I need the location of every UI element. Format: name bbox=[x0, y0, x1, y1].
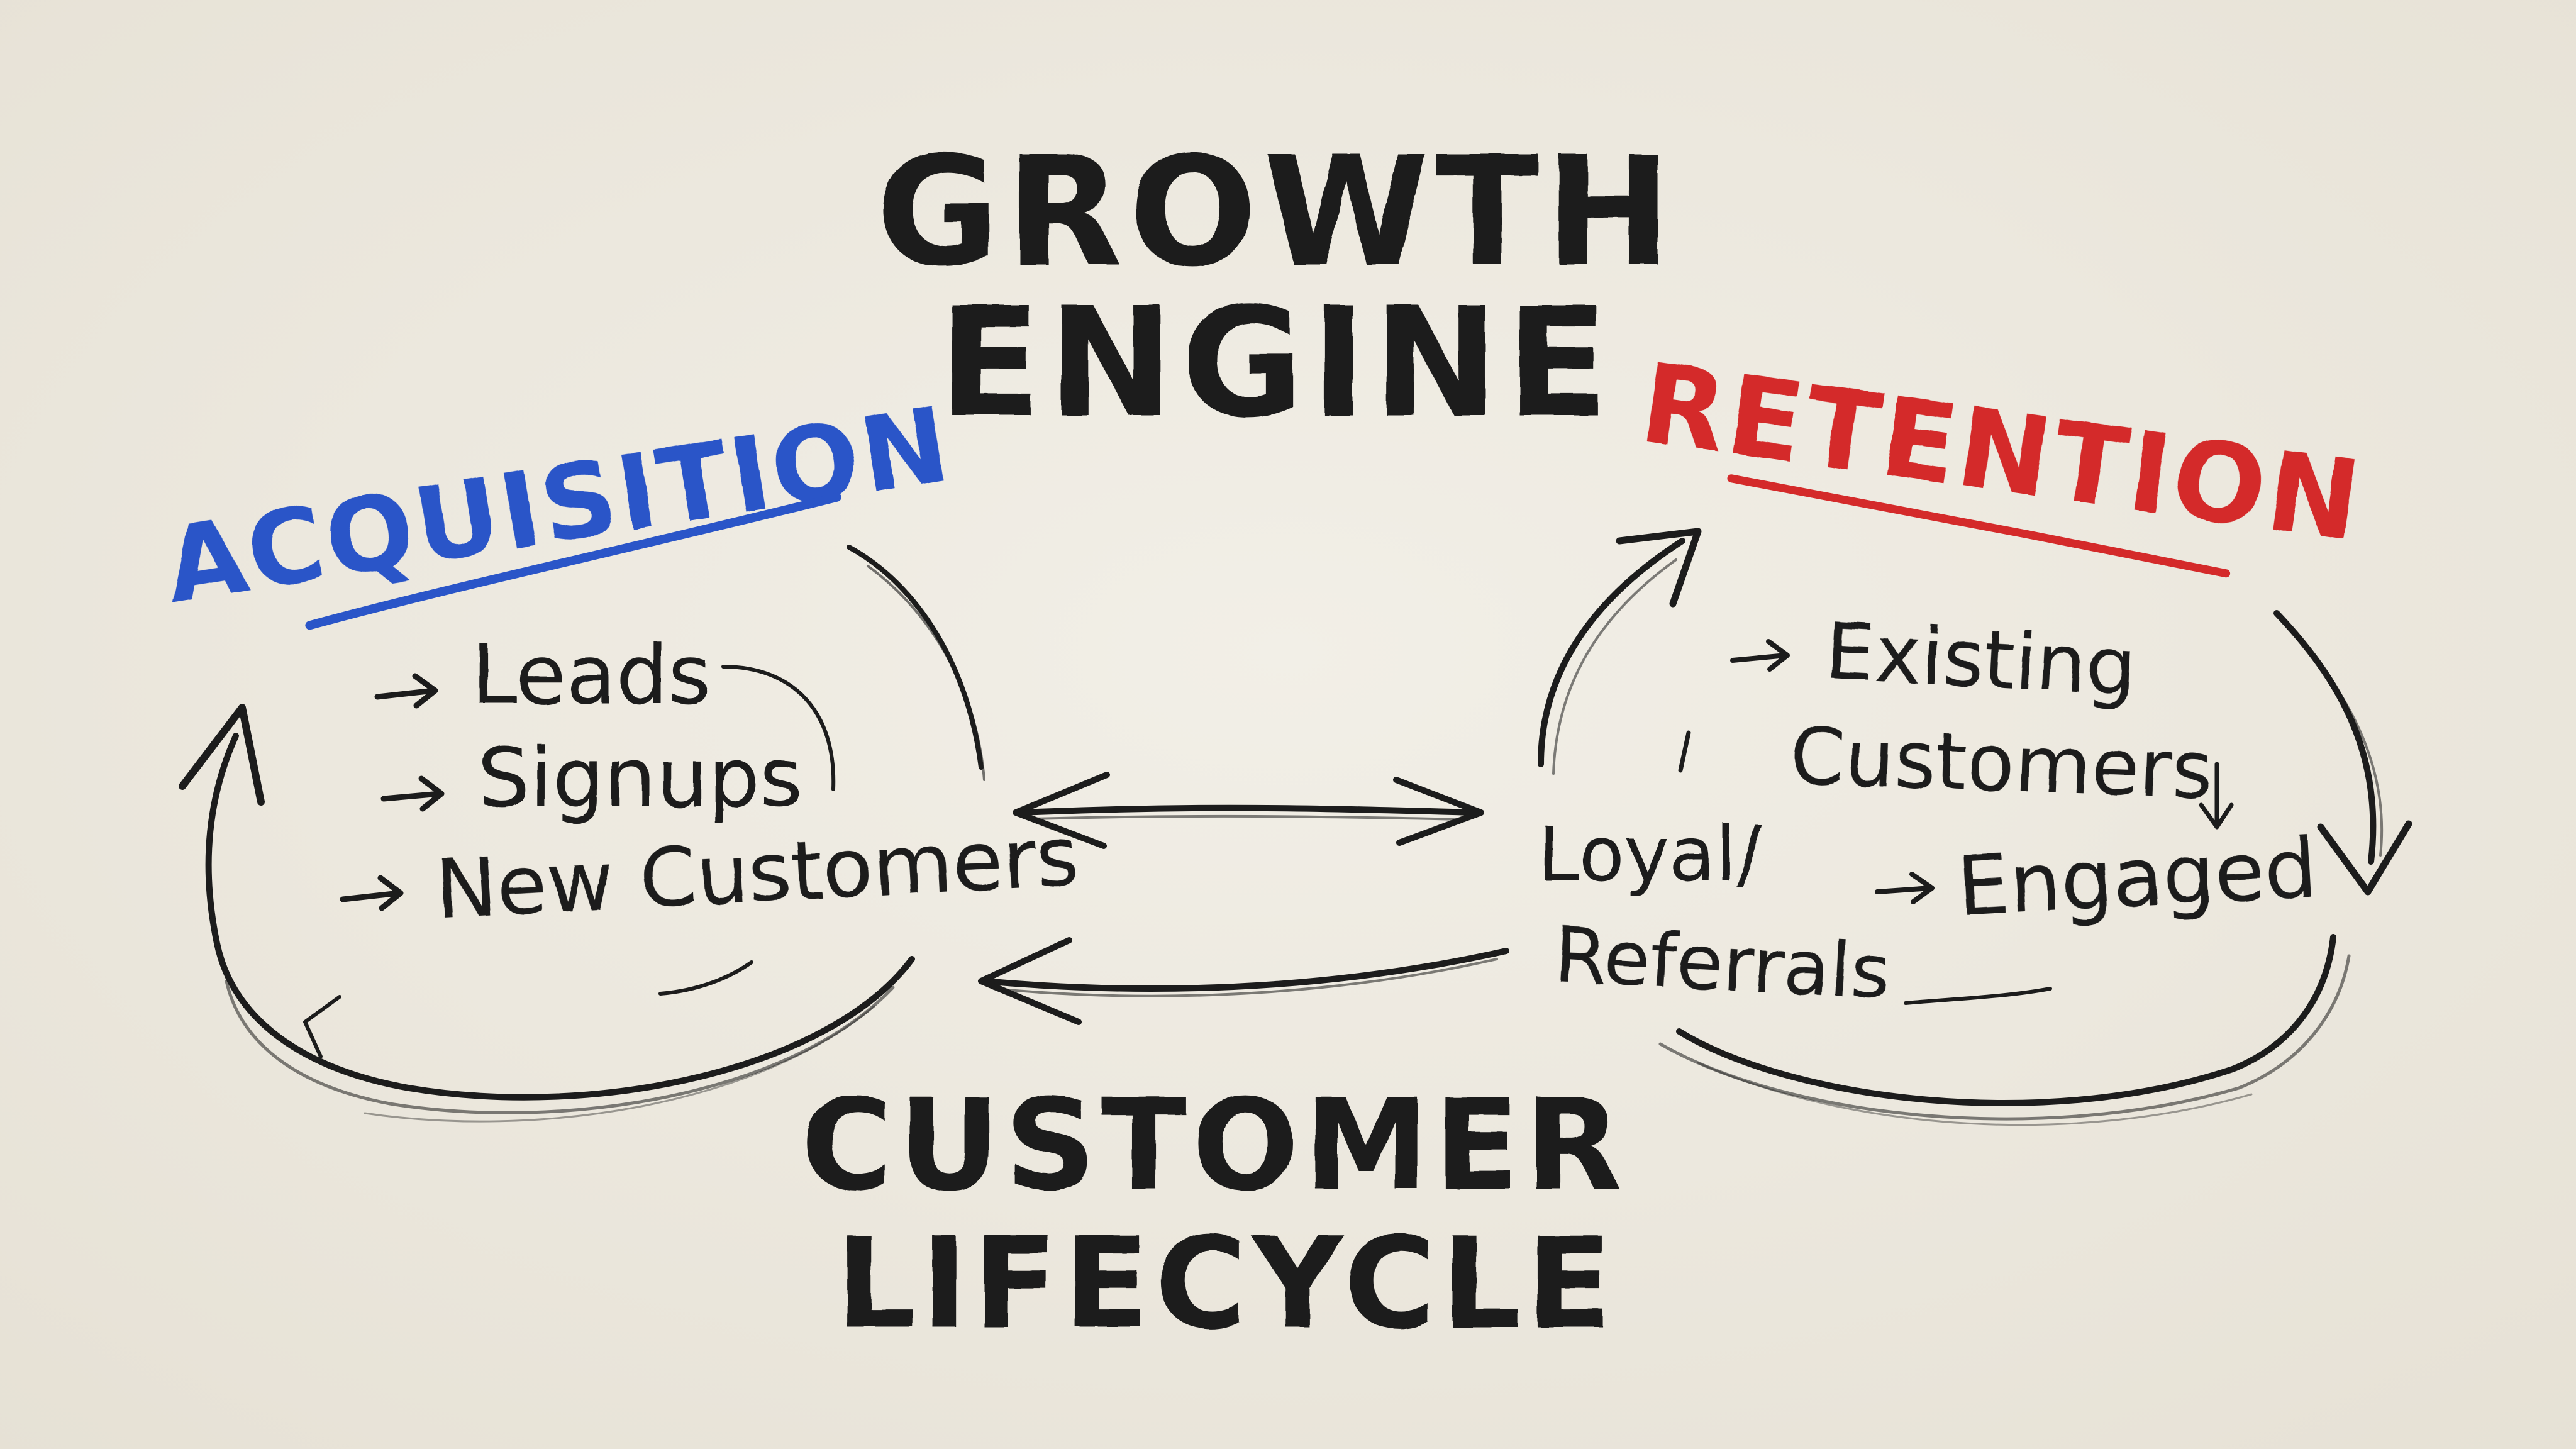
arrow-small-icon bbox=[303, 995, 341, 1058]
retention-loop-bottom bbox=[1676, 934, 2336, 1106]
acquisition-loop-bottom-3 bbox=[364, 1005, 875, 1123]
arrow-right-icon bbox=[340, 875, 404, 911]
retention-item-existing: Existing bbox=[1823, 606, 2138, 713]
retention-item-customers: Customers bbox=[1789, 711, 2214, 816]
retention-up-arrow-shaft bbox=[1538, 538, 1685, 767]
retention-inner-dash bbox=[1904, 987, 2052, 1005]
acquisition-underline bbox=[305, 492, 841, 630]
acquisition-item-label: Leads bbox=[472, 627, 711, 723]
retention-up-arrow-shaft-2 bbox=[1552, 558, 1677, 775]
footer-line-2: LIFECYCLE bbox=[836, 1211, 1617, 1357]
retention-underline bbox=[1727, 474, 2231, 578]
arrow-right-icon bbox=[1730, 639, 1790, 672]
bidirectional-arrow-2 bbox=[1030, 814, 1467, 821]
title-line-2: ENGINE bbox=[938, 275, 1615, 451]
retention-item-referrals: Referrals bbox=[1552, 912, 1892, 1017]
acquisition-item-signups: Signups bbox=[380, 730, 802, 826]
title-line-1: GROWTH bbox=[875, 124, 1677, 300]
acquisition-loop-bottom-2 bbox=[225, 979, 895, 1114]
footer-line-1: CUSTOMER bbox=[801, 1072, 1626, 1219]
retention-item-loyal: Loyal/ bbox=[1538, 811, 1762, 899]
arrow-left-icon bbox=[1013, 772, 1110, 849]
acquisition-loop-arc-right-2 bbox=[867, 565, 985, 781]
retention-loop-bottom-3 bbox=[1697, 1062, 2253, 1126]
retention-loop-bottom-2 bbox=[1658, 954, 2351, 1121]
arrow-right-icon bbox=[1393, 777, 1484, 846]
arrow-left-icon bbox=[978, 937, 1082, 1025]
acquisition-inner-curve bbox=[721, 665, 836, 791]
arrow-up-right-icon bbox=[1616, 528, 1702, 608]
return-arrow-2 bbox=[992, 958, 1498, 997]
acquisition-loop-arc-right bbox=[847, 545, 984, 770]
arrow-right-icon bbox=[380, 775, 445, 812]
acquisition-loop bbox=[179, 545, 985, 1123]
arrow-down-icon bbox=[2317, 820, 2412, 896]
retention-loop bbox=[1538, 528, 2412, 1126]
arrow-right-icon bbox=[1875, 872, 1935, 904]
acquisition-item-label: Signups bbox=[478, 730, 802, 826]
retention-item-engaged: Engaged bbox=[1955, 820, 2319, 935]
tick-mark bbox=[1678, 730, 1691, 773]
center-connectors bbox=[978, 772, 1509, 1025]
return-arrow bbox=[981, 948, 1509, 992]
acquisition-inner-dash bbox=[658, 960, 753, 996]
retention-list: Existing Customers Engaged Loyal/ Referr… bbox=[1538, 606, 2319, 1017]
arrow-up-icon bbox=[179, 704, 265, 806]
arrow-down-icon bbox=[2199, 762, 2234, 830]
acquisition-loop-bottom bbox=[205, 733, 915, 1101]
bidirectional-arrow bbox=[1019, 804, 1478, 816]
retention-right-arc-2 bbox=[2288, 628, 2384, 857]
acquisition-item-leads: Leads bbox=[374, 627, 711, 723]
arrow-right-icon bbox=[374, 673, 438, 709]
